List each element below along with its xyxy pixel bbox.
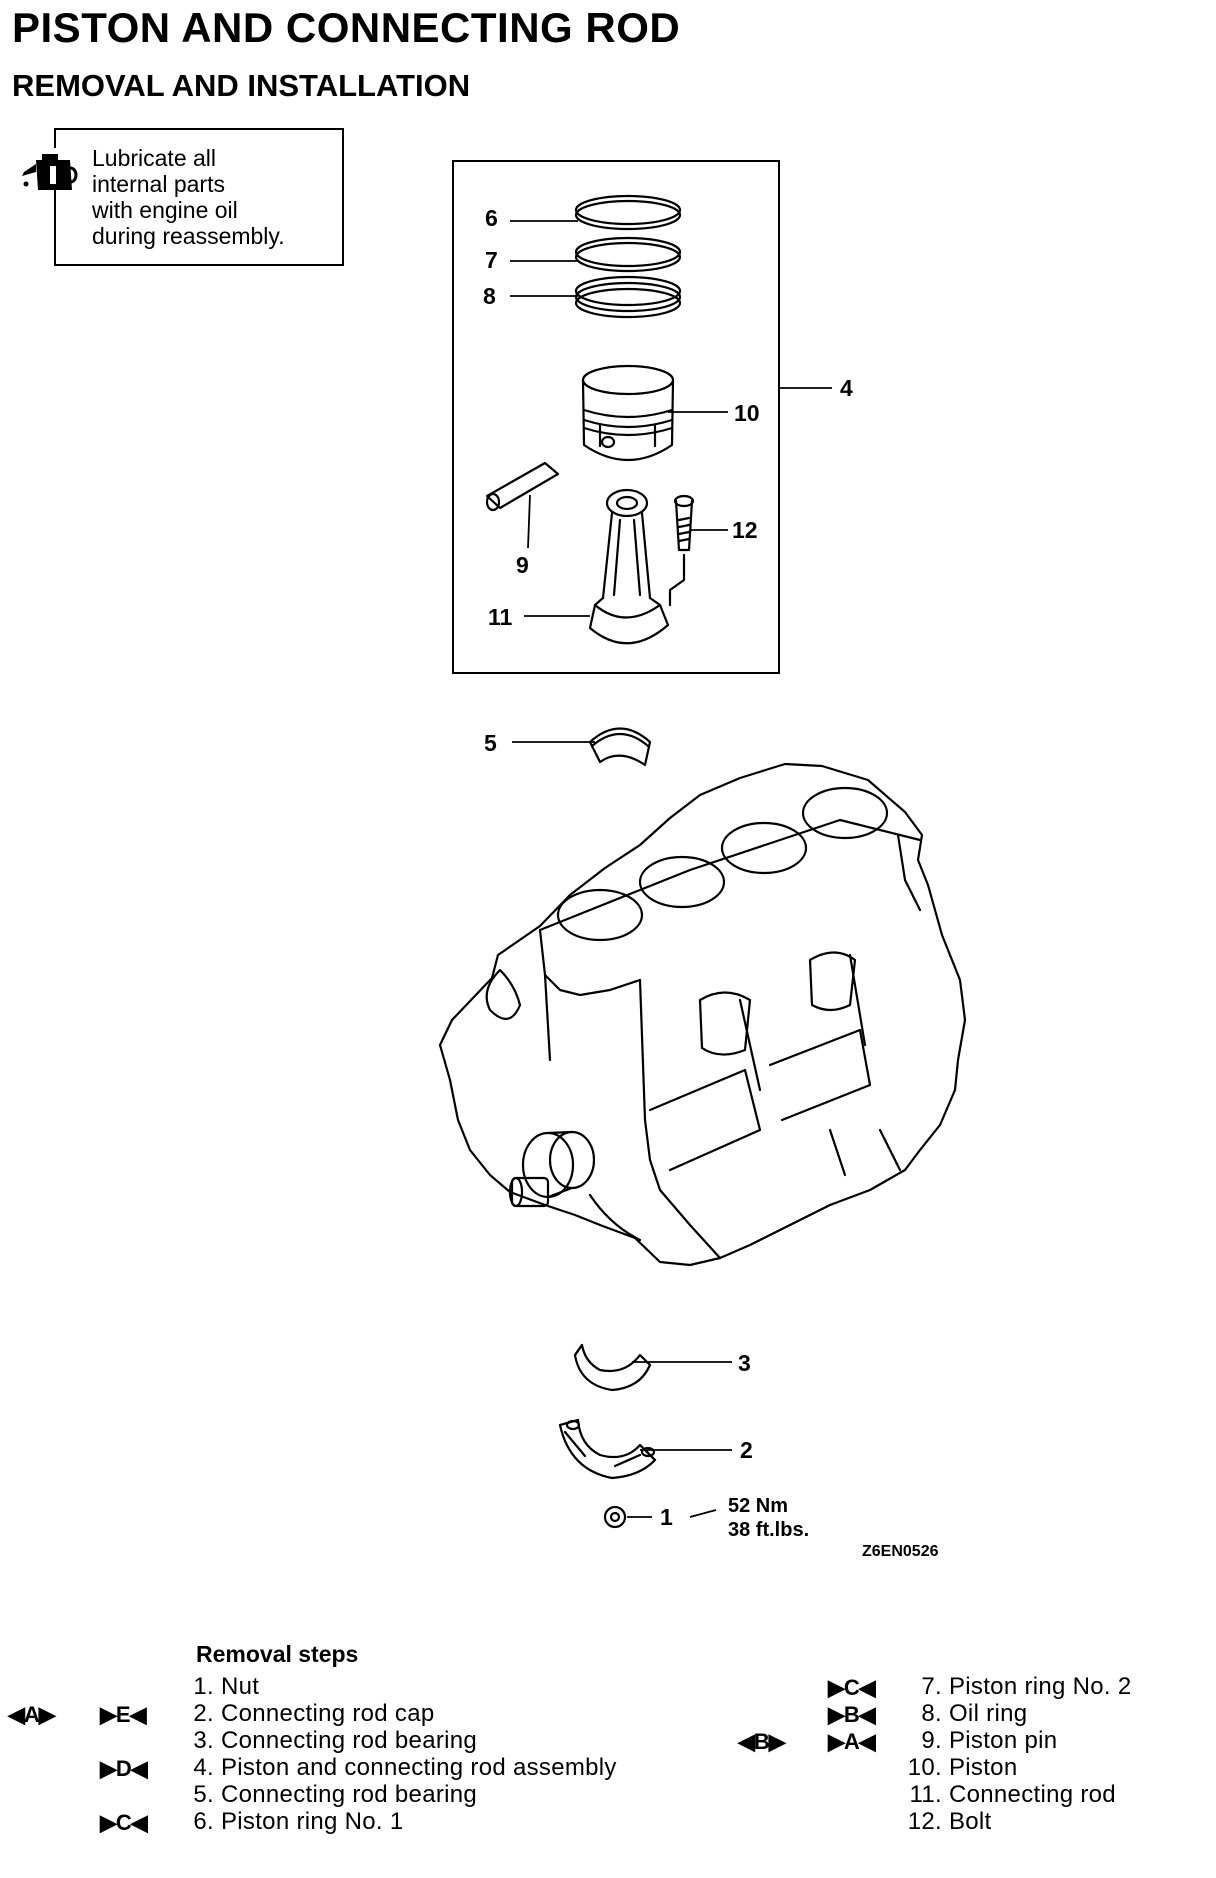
step-text: Oil ring: [948, 1700, 1028, 1727]
connecting-rod-drawing: [588, 488, 670, 645]
note-line: during reassembly.: [92, 223, 285, 249]
step-text: Piston: [948, 1754, 1018, 1781]
step-number: 10.: [907, 1754, 942, 1781]
note-line: Lubricate all: [92, 145, 217, 171]
step-number: 1.: [193, 1673, 214, 1700]
step-number: 2.: [193, 1700, 214, 1727]
callout-3: 3: [738, 1350, 751, 1376]
list-item: 12. Bolt: [906, 1808, 992, 1835]
callout-12: 12: [732, 517, 758, 543]
lubrication-note: Lubricate all internal parts with engine…: [92, 145, 332, 249]
note-line: internal parts: [92, 171, 225, 197]
callout-7: 7: [485, 247, 498, 273]
callout-10: 10: [734, 400, 760, 426]
step-number: 11.: [909, 1781, 942, 1808]
step-text: Nut: [220, 1673, 260, 1700]
list-item: 2. Connecting rod cap: [190, 1700, 435, 1727]
procedure-badge: ▶C◀: [828, 1675, 876, 1700]
step-number: 7.: [921, 1673, 942, 1700]
list-item: 5. Connecting rod bearing: [190, 1781, 477, 1808]
list-item: 3. Connecting rod bearing: [190, 1727, 477, 1754]
step-text: Connecting rod cap: [220, 1700, 435, 1727]
step-number: 4.: [193, 1754, 214, 1781]
callout-5: 5: [484, 730, 497, 756]
step-text: Bolt: [948, 1808, 992, 1835]
page-subtitle: REMOVAL AND INSTALLATION: [12, 68, 471, 103]
list-item: 8. Oil ring: [906, 1700, 1027, 1727]
callout-6: 6: [485, 205, 498, 231]
step-text: Piston pin: [948, 1727, 1058, 1754]
piston-ring-1-drawing: [574, 194, 682, 231]
list-item: 1. Nut: [190, 1673, 259, 1700]
step-text: Piston ring No. 1: [220, 1808, 404, 1835]
step-number: 9.: [921, 1727, 942, 1754]
step-text: Piston ring No. 2: [948, 1673, 1132, 1700]
list-item: 9. Piston pin: [906, 1727, 1057, 1754]
piston-assembly-frame: [452, 160, 780, 674]
page-title: PISTON AND CONNECTING ROD: [12, 4, 681, 51]
step-text: Connecting rod bearing: [220, 1727, 478, 1754]
step-text: Piston and connecting rod assembly: [220, 1754, 617, 1781]
piston-pin-drawing: [485, 461, 560, 512]
step-number: 5.: [193, 1781, 214, 1808]
step-text: Connecting rod: [948, 1781, 1116, 1808]
rod-cap-drawing: [558, 1418, 657, 1480]
torque-nm: 52 Nm: [728, 1495, 789, 1517]
oil-can-icon: [22, 154, 78, 190]
oil-ring-drawing: [574, 275, 682, 319]
piston-ring-2-drawing: [574, 236, 682, 273]
list-item: 10. Piston: [906, 1754, 1017, 1781]
callout-4: 4: [840, 375, 853, 401]
callout-9: 9: [516, 552, 529, 578]
procedure-badge: ◀A▶: [8, 1702, 56, 1727]
crankshaft-nose-drawing: [508, 1130, 642, 1242]
figure-code: Z6EN0526: [862, 1543, 939, 1560]
engine-block-drawing: [438, 762, 967, 1267]
procedure-badge: ▶E◀: [100, 1702, 147, 1727]
callout-11: 11: [488, 604, 513, 630]
note-line: with engine oil: [92, 197, 238, 223]
step-number: 12.: [907, 1808, 942, 1835]
step-number: 6.: [193, 1808, 214, 1835]
piston-drawing: [581, 364, 675, 461]
procedure-badge: ▶C◀: [100, 1810, 148, 1835]
list-item: 11. Connecting rod: [906, 1781, 1116, 1808]
step-text: Connecting rod bearing: [220, 1781, 478, 1808]
list-item: 4. Piston and connecting rod assembly: [190, 1754, 617, 1781]
list-item: 6. Piston ring No. 1: [190, 1808, 404, 1835]
bolt-drawing: [668, 494, 695, 607]
procedure-badge: ▶B◀: [828, 1702, 876, 1727]
nut-drawing: [603, 1505, 627, 1529]
list-item: 7. Piston ring No. 2: [906, 1673, 1132, 1700]
callout-2: 2: [740, 1437, 753, 1463]
torque-ftlbs: 38 ft.lbs.: [728, 1519, 810, 1541]
procedure-badge: ◀B▶: [738, 1729, 786, 1754]
lower-bearing-drawing: [573, 1343, 652, 1392]
upper-bearing-drawing: [588, 727, 652, 767]
callout-8: 8: [483, 283, 496, 309]
procedure-badge: ▶D◀: [100, 1756, 148, 1781]
lubrication-note-box: [54, 128, 344, 266]
torque-spec: 52 Nm 38 ft.lbs.: [728, 1494, 809, 1542]
step-number: 3.: [193, 1727, 214, 1754]
step-number: 8.: [921, 1700, 942, 1727]
removal-steps-title: Removal steps: [196, 1641, 359, 1667]
procedure-badge: ▶A◀: [828, 1729, 876, 1754]
callout-1: 1: [660, 1504, 673, 1530]
